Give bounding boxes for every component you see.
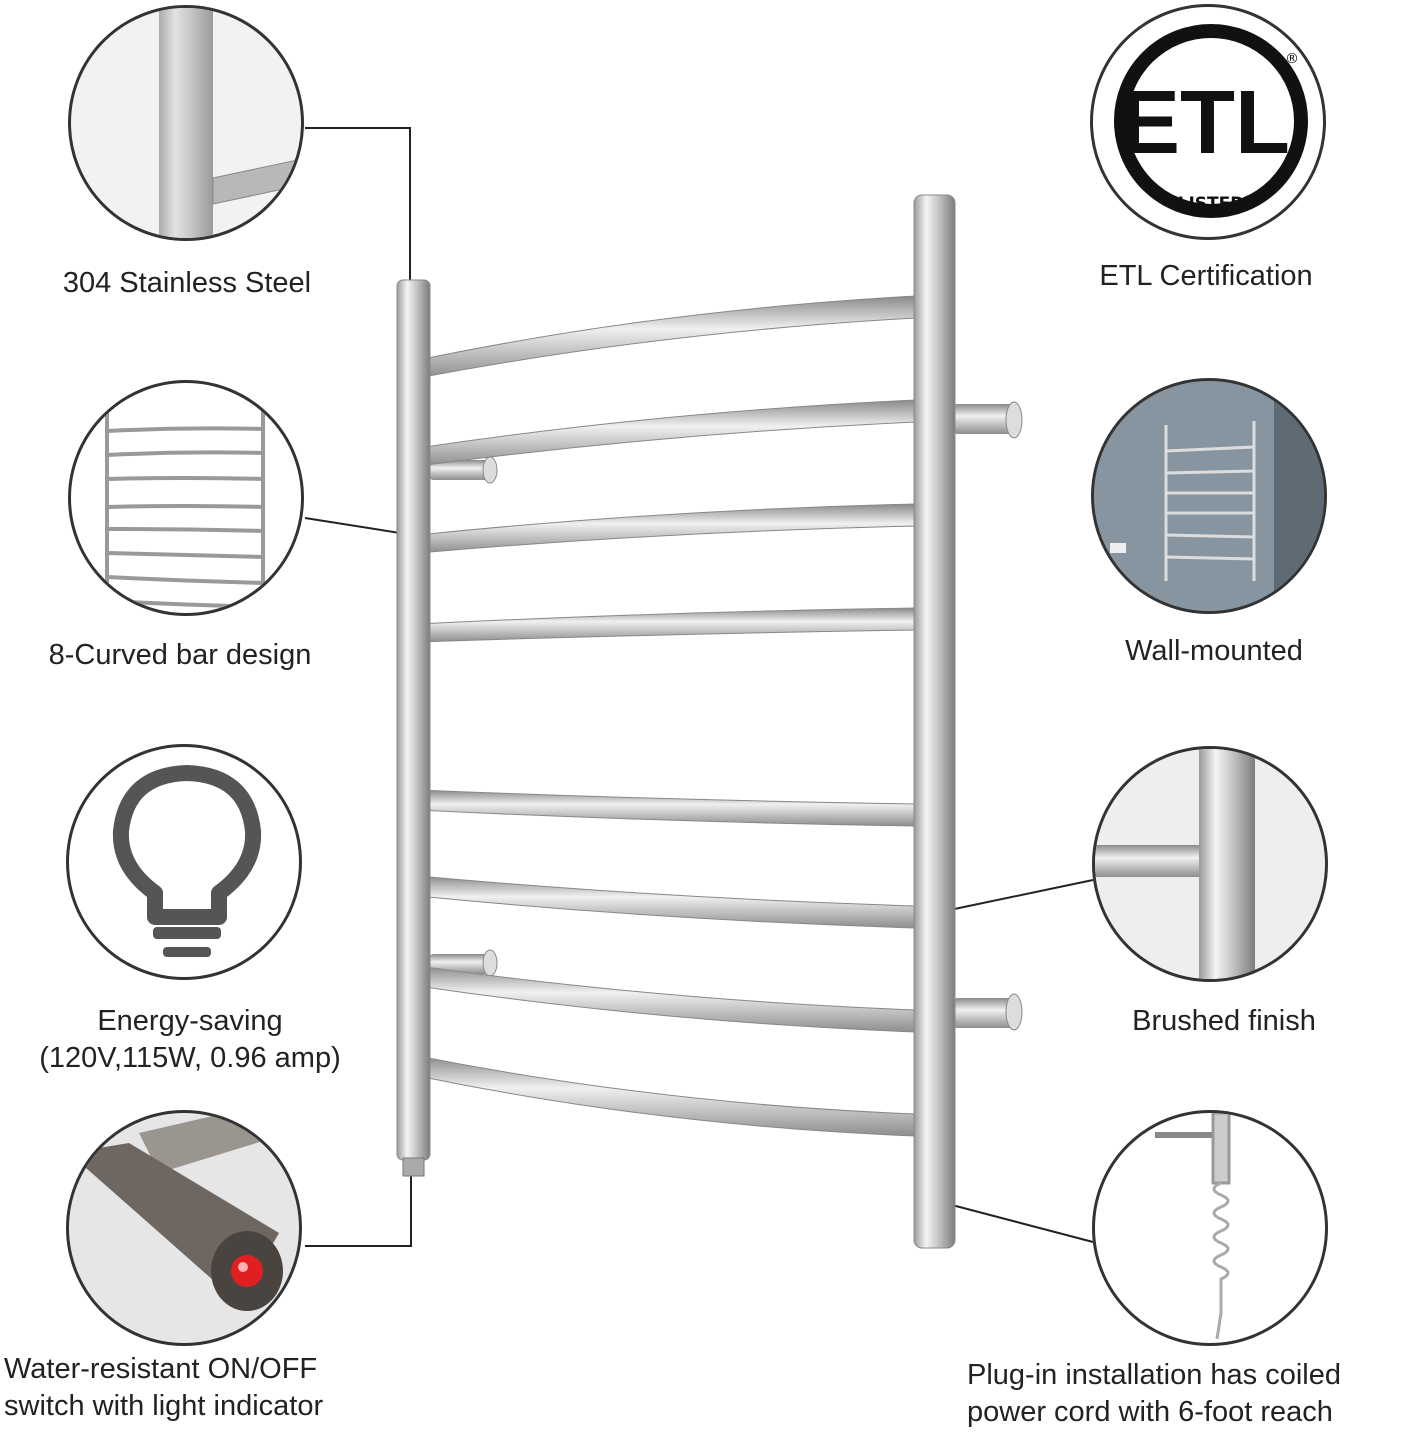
indicator-light-icon <box>231 1255 263 1287</box>
wall-mounted-photo <box>1091 378 1327 614</box>
label-energy-spec: (120V,115W, 0.96 amp) <box>39 1042 341 1074</box>
label-plug-line1: Plug-in installation has coiled <box>967 1359 1341 1391</box>
wall-brackets <box>428 401 1023 1031</box>
brushed-finish-closeup-image <box>1092 746 1328 982</box>
rack-posts <box>396 194 956 1249</box>
leader-lines <box>304 127 1094 1247</box>
registered-mark: ® <box>1285 51 1299 67</box>
leader-line-plug <box>951 1204 1094 1243</box>
leader-line-steel <box>305 127 411 280</box>
label-bars: 8-Curved bar design <box>48 639 312 671</box>
label-steel: 304 Stainless Steel <box>62 267 312 299</box>
etl-listed-logo: ETL ® LISTED <box>1090 4 1326 240</box>
label-etl: ETL Certification <box>1099 260 1313 292</box>
lightbulb-icon <box>66 744 302 980</box>
etl-logo-text: ETL <box>1120 73 1290 173</box>
label-switch-line2: switch with light indicator <box>4 1390 324 1422</box>
etl-listed-text: LISTED <box>1178 194 1245 214</box>
leader-line-bars <box>304 517 401 534</box>
leader-line-switch <box>305 1175 412 1247</box>
leader-line-brushed <box>939 879 1094 913</box>
label-wall: Wall-mounted <box>1125 635 1303 667</box>
curved-bars <box>417 295 917 1137</box>
switch-closeup-image <box>66 1110 302 1346</box>
label-switch-line1: Water-resistant ON/OFF <box>4 1353 318 1385</box>
label-plug-line2: power cord with 6-foot reach <box>967 1396 1333 1428</box>
label-energy-title: Energy-saving <box>97 1005 283 1037</box>
curved-bars-closeup-image <box>68 380 304 616</box>
power-cord-closeup-image <box>1092 1110 1328 1346</box>
steel-closeup-image <box>68 5 304 241</box>
label-brushed: Brushed finish <box>1132 1005 1316 1037</box>
